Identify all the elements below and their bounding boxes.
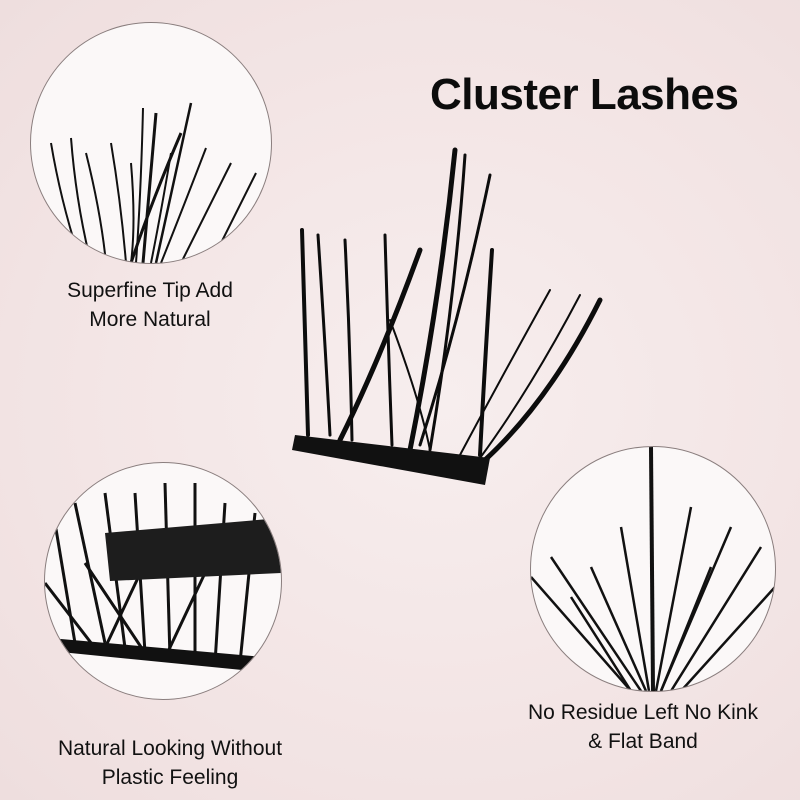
caption-line: More Natural xyxy=(89,308,211,331)
feature-caption-2: Natural Looking Without Plastic Feeling xyxy=(20,734,320,792)
caption-line: & Flat Band xyxy=(588,730,698,753)
page-title: Cluster Lashes xyxy=(430,70,739,119)
caption-line: Natural Looking Without xyxy=(57,737,283,760)
detail-image-flat-band xyxy=(530,446,776,692)
caption-line: Superfine Tip Add xyxy=(67,279,233,302)
lash-tweezer-illustration xyxy=(45,482,281,673)
detail-image-natural-look xyxy=(44,462,282,700)
feature-caption-3: No Residue Left No Kink & Flat Band xyxy=(500,698,786,756)
feature-caption-1: Superfine Tip Add More Natural xyxy=(30,276,270,334)
tweezer xyxy=(105,518,281,581)
caption-line: Plastic Feeling xyxy=(101,766,239,789)
lash-band-illustration xyxy=(531,447,775,691)
detail-image-superfine-tip xyxy=(30,22,272,264)
lash-tips-illustration xyxy=(50,102,257,263)
lash-band xyxy=(292,435,490,485)
caption-line: No Residue Left No Kink xyxy=(528,701,758,724)
cluster-lash-product-image xyxy=(292,147,603,485)
